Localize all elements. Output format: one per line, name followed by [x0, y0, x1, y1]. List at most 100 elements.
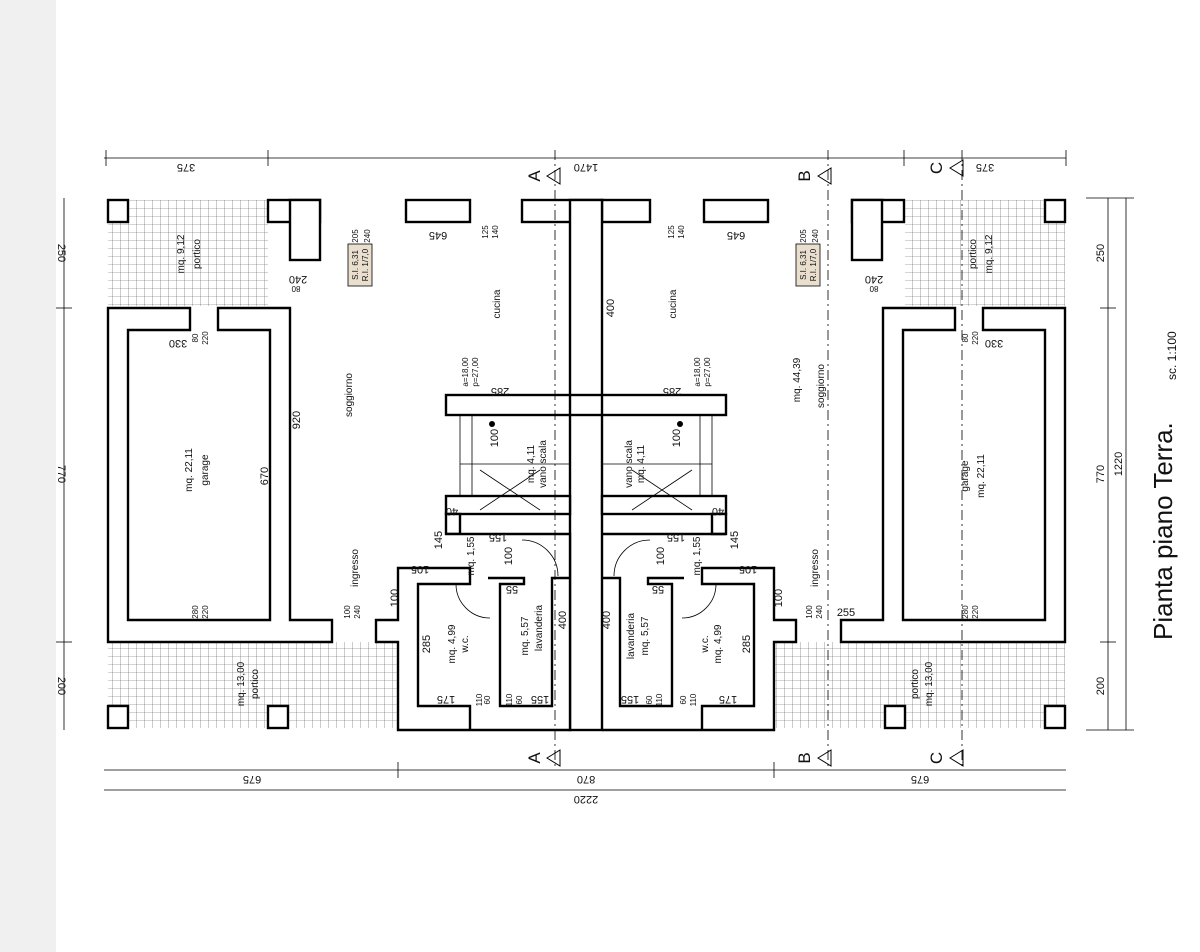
dim-60-left-b: 60 [515, 695, 524, 704]
window-tag-left: S.I. 6,31 R.I. 1/7,0 [347, 243, 373, 287]
dim-100-stair-left: 100 [489, 429, 501, 447]
dim-330-left: 330 [169, 337, 187, 349]
section-c-top: C [927, 162, 946, 174]
dim-240-portico-left: 240 [289, 273, 307, 285]
dim-top-left: 375 [177, 161, 195, 173]
wc-left-name: w.c. [460, 635, 471, 653]
dim-60-right-b: 60 [679, 695, 688, 704]
dim-240-window-right: 240 [811, 229, 820, 243]
dim-285-stair-right: 285 [663, 385, 681, 397]
section-b-bottom: B [795, 752, 814, 763]
wc-left-area: mq. 4,99 [447, 624, 458, 663]
dim-220-garage-bottom-right: 220 [971, 605, 980, 619]
dim-left-bottom: 200 [55, 677, 67, 695]
disimpegno-left-area: mq. 1,55 [466, 536, 477, 575]
dim-155-right: 155 [667, 531, 685, 543]
dim-60-right: 60 [645, 695, 654, 704]
dim-240-entry-right: 240 [815, 605, 824, 619]
dim-285-stair-left: 285 [491, 385, 509, 397]
dim-220-garage-right: 220 [971, 331, 980, 345]
dim-bottom-total: 2220 [574, 793, 598, 805]
door-swings [455, 539, 717, 619]
dim-205-right: 205 [799, 229, 808, 243]
section-markers [546, 159, 964, 767]
wc-right-area: mq. 4,99 [713, 624, 724, 663]
window-tag-right: S.I. 6,31 R.I. 1/7,0 [795, 243, 821, 287]
portico-bottom-left-name: portico [250, 669, 261, 699]
soggiorno-right-area: mq. 44,39 [792, 357, 803, 402]
dim-140-left: 140 [491, 225, 500, 239]
dim-100-door-right: 100 [655, 547, 667, 565]
walls [106, 198, 1067, 732]
dim-100-stair-right: 100 [671, 429, 683, 447]
dim-140-right: 140 [677, 225, 686, 239]
dim-240-entry-left: 240 [353, 605, 362, 619]
stair-right-a: a=18,00 [693, 357, 702, 387]
dim-bottom-center: 870 [577, 773, 595, 785]
portico-bottom-right-tiles [775, 642, 1065, 728]
vano-scala-left-area: mq. 4,11 [526, 444, 537, 483]
dim-220-garage-bottom-left: 220 [201, 605, 210, 619]
dim-145-left: 145 [433, 531, 445, 549]
dim-110-left: 110 [475, 693, 484, 706]
dim-125-right: 125 [667, 225, 676, 239]
portico-bottom-left-tiles [108, 642, 398, 728]
dim-100-entry-right: 100 [805, 605, 814, 619]
garage-right-name: garage [960, 460, 971, 492]
dim-645-left: 645 [429, 229, 447, 241]
dimension-lines [56, 150, 1134, 791]
dim-175-left: 175 [437, 693, 455, 705]
dim-155-bottom-right: 155 [621, 693, 639, 705]
garage-right-area: mq. 22,11 [976, 454, 987, 498]
dim-right-middle: 770 [1095, 465, 1107, 483]
window-tag-left-ri: R.I. 1/7,0 [361, 248, 370, 281]
dim-left-top: 250 [55, 244, 67, 262]
portico-top-right-name: portico [968, 239, 979, 269]
dim-400-lav-left: 400 [557, 611, 569, 629]
garage-left-area: mq. 22,11 [184, 448, 195, 492]
dim-110-right: 110 [655, 693, 664, 706]
lavanderia-right-name: lavanderia [626, 612, 637, 659]
portico-top-left-area: mq. 9,12 [176, 234, 187, 273]
vano-scala-left-name: vano scala [538, 440, 549, 488]
dim-175-right: 175 [719, 693, 737, 705]
portico-bottom-right-area: mq. 13,00 [924, 661, 935, 706]
dim-100-ingresso-right: 100 [773, 589, 785, 607]
dim-645-right: 645 [727, 229, 745, 241]
dim-670-left: 670 [259, 467, 271, 485]
dim-240-window-left: 240 [363, 229, 372, 243]
dim-top-right: 375 [976, 161, 994, 173]
section-c-bottom: C [927, 752, 946, 764]
portico-top-right-tiles [905, 200, 1065, 306]
disimpegno-right-area: mq. 1,55 [692, 536, 703, 575]
dim-100-ingresso-left: 100 [389, 589, 401, 607]
portico-top-right-area: mq. 9,12 [984, 234, 995, 273]
dim-right-total: 1220 [1113, 452, 1125, 476]
dim-40-left: 40 [446, 505, 458, 517]
dim-top-center: 1470 [574, 161, 598, 173]
window-tag-right-si: S.I. 6,31 [799, 250, 808, 280]
dim-240-portico-right: 240 [865, 273, 883, 285]
dim-100-entry-left: 100 [343, 605, 352, 619]
section-b-top: B [795, 170, 814, 181]
stair-right-p: p=27,00 [703, 357, 712, 387]
dim-80-garage-right: 80 [961, 333, 970, 342]
stair-left [459, 415, 570, 511]
plan-scale: sc. 1:100 [1165, 331, 1179, 380]
section-a-bottom: A [525, 752, 544, 764]
ingresso-left-name: ingresso [350, 549, 361, 587]
garage-left-name: garage [200, 454, 211, 486]
dim-right-bottom: 200 [1095, 677, 1107, 695]
vano-scala-right-area: mq. 4,11 [636, 444, 647, 483]
lavanderia-left-area: mq. 5,57 [520, 616, 531, 655]
section-a-top: A [525, 170, 544, 182]
dim-400-cucina: 400 [605, 299, 617, 317]
dim-60-left: 60 [483, 695, 492, 704]
wc-right-name: w.c. [700, 635, 711, 653]
dim-105-left: 105 [411, 563, 429, 575]
dim-40-right: 40 [712, 505, 724, 517]
dim-205-left: 205 [351, 229, 360, 243]
dim-bottom-right: 675 [911, 773, 929, 785]
dim-105-right: 105 [739, 563, 757, 575]
